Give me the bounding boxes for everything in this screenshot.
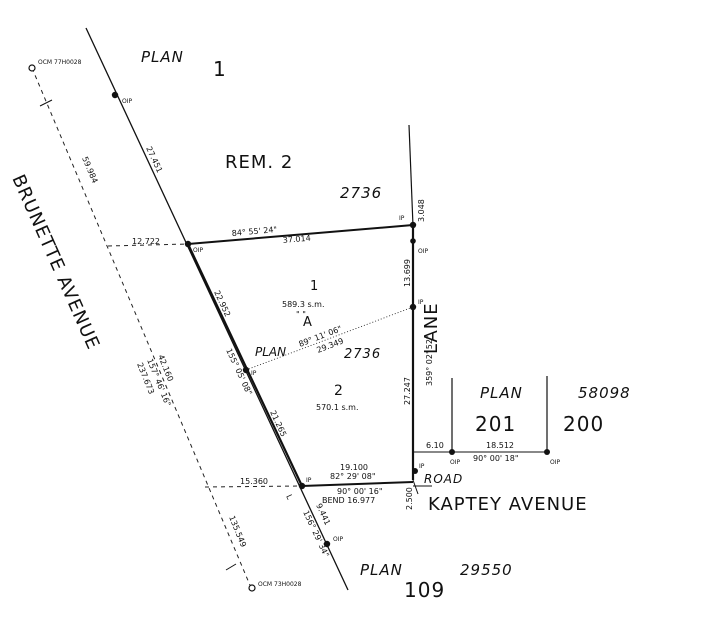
dim-90-bottom: 90° 00' 16" [337, 487, 383, 496]
oip-right-marker [410, 238, 416, 244]
west-boundary-line [85, 27, 349, 591]
lot-200-label: 200 [563, 412, 604, 436]
ocm-top-marker [28, 64, 36, 72]
plan-1-label: PLAN [141, 48, 184, 66]
oip-bottom-label: OIP [333, 536, 343, 543]
oip-left-label: OIP [193, 247, 203, 254]
dim-bearing-top: 84° 55' 24" [231, 225, 277, 238]
oip-bottom-marker [323, 540, 331, 548]
oip-right-label: OIP [418, 248, 428, 255]
ocm-bottom-label: OCM 73H0028 [258, 581, 302, 588]
ip-left-mid-label: IP [251, 370, 257, 377]
parcel-2-label: 2 [334, 383, 343, 399]
parcel-1-label: 1 [310, 279, 318, 294]
north-boundary [187, 224, 414, 245]
oip-lot200-marker [544, 449, 550, 455]
ip-bottom-right-label: IP [419, 463, 425, 470]
dim-18-512: 18.512 [486, 441, 514, 450]
parcel-a-label: A [303, 315, 312, 330]
plan-bottom-number: 29550 [460, 561, 513, 579]
lane-line [408, 124, 414, 227]
dim-3-048: 3.048 [417, 199, 426, 222]
dim-bearing-lots: 90° 00' 18" [473, 454, 519, 463]
road-corner-line [412, 479, 419, 495]
tick-top [39, 99, 53, 107]
dim-12-722: 12.722 [132, 237, 160, 246]
plan-1-number: 1 [213, 57, 227, 81]
ocm-top-label: OCM 77H0028 [38, 59, 82, 66]
ip-mid-right-label: IP [418, 299, 424, 306]
brunette-centerline [31, 67, 253, 591]
dim-bearing-road: 82° 29' 08" [330, 472, 376, 481]
brunette-avenue-label: BRUNETTE AVENUE [7, 171, 103, 353]
dim-bottom-l: L [284, 493, 294, 501]
plan-2736-top: 2736 [340, 184, 382, 202]
ip-left-mid-marker [242, 366, 250, 374]
parcel-1-area: 589.3 s.m. [282, 300, 325, 309]
dim-bearing-right: 359° 02' 52" [425, 335, 434, 386]
parcel-plan-number: 2736 [344, 347, 381, 362]
ocm-bottom-marker [248, 584, 256, 592]
ip-top-right-label: IP [399, 215, 405, 222]
dim-21-265: 21.265 [268, 409, 288, 438]
dim-37-014: 37.014 [282, 234, 311, 245]
dim-19-100: 19.100 [340, 463, 368, 472]
dim-2-500: 2.500 [405, 487, 414, 510]
dim-6-10: 6.10 [426, 441, 444, 450]
dim-27-247: 27.247 [403, 377, 412, 405]
plan-right-number: 58098 [578, 384, 631, 402]
dim-135-549: 135.549 [227, 514, 248, 548]
dim-59-984: 59.984 [80, 155, 99, 184]
tie-line-top [107, 243, 189, 247]
parcel-2-area: 570.1 s.m. [316, 403, 359, 412]
road-label: ROAD [424, 472, 463, 486]
oip-top-marker [111, 91, 119, 99]
parcel-plan-label: PLAN [255, 345, 286, 359]
parcel-a-quote: " " [296, 310, 306, 319]
dim-15-360: 15.360 [240, 477, 268, 486]
parcel-division [245, 306, 414, 371]
ip-bottom-left-label: IP [306, 477, 312, 484]
rem-2-label: REM. 2 [225, 152, 293, 173]
oip-lot201-marker [449, 449, 455, 455]
oip-top-label: OIP [122, 98, 132, 105]
west-boundary [187, 243, 303, 487]
oip-lot200-label: OIP [550, 459, 560, 466]
ip-mid-right-marker [409, 303, 417, 311]
ip-bottom-left-marker [298, 482, 306, 490]
tie-line-bottom [204, 485, 303, 488]
plan-bottom-label: PLAN [360, 561, 403, 579]
bend-label: BEND 16.977 [322, 496, 375, 505]
dim-13-699: 13.699 [403, 259, 412, 287]
lot-109-label: 109 [404, 578, 445, 602]
ip-bottom-right-marker [412, 468, 418, 474]
oip-lot201-label: OIP [450, 459, 460, 466]
plan-right-label: PLAN [480, 384, 523, 402]
kaptey-avenue-label: KAPTEY AVENUE [428, 494, 588, 515]
south-boundary [301, 481, 414, 487]
lane-label: LANE [421, 302, 442, 354]
lot-201-label: 201 [475, 412, 516, 436]
tick-bottom [225, 563, 237, 571]
ip-top-right-marker [409, 221, 417, 229]
oip-left-marker [184, 240, 192, 248]
